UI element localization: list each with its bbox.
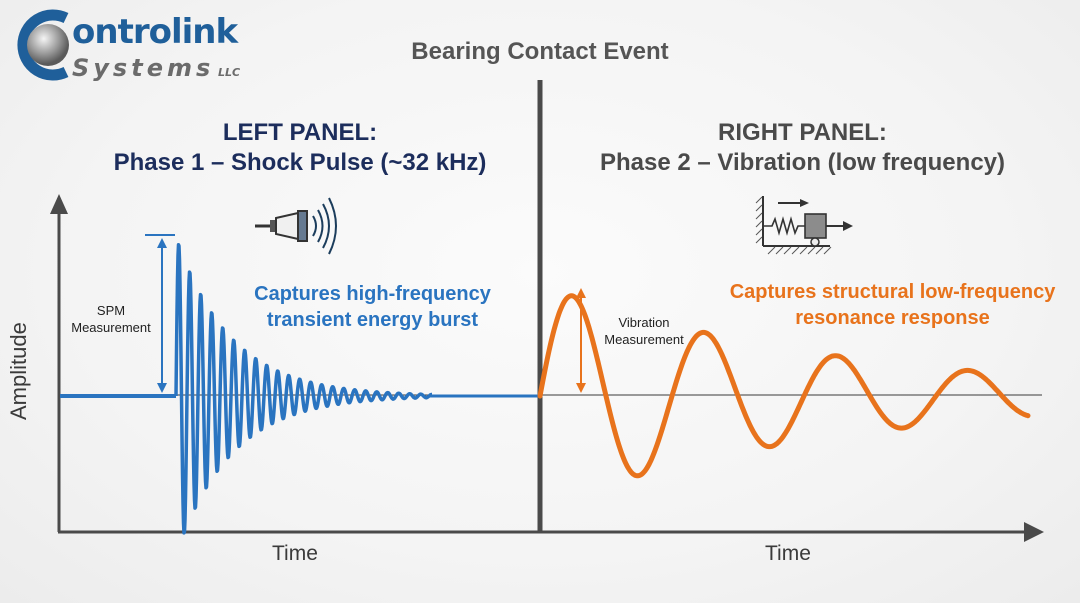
logo-llc: LLC [218, 66, 241, 79]
right-panel-heading: RIGHT PANEL: Phase 2 – Vibration (low fr… [545, 118, 1060, 178]
left-panel-heading-line2: Phase 1 – Shock Pulse (~32 kHz) [113, 149, 487, 176]
ultrasonic-sensor-icon [255, 197, 337, 255]
right-panel-heading-line1: RIGHT PANEL: [718, 119, 887, 146]
company-logo: ontrolink Systems LLC [14, 8, 254, 92]
logo-sphere-icon [17, 9, 69, 81]
spm-label-line1: SPM [96, 303, 126, 318]
right-caption-line2: resonance response [795, 307, 990, 329]
spring-mass-system-icon [755, 196, 853, 255]
page-title: Bearing Contact Event [411, 38, 669, 65]
right-caption-line1: Captures structural low-frequency [729, 281, 1056, 303]
left-caption-line1: Captures high-frequency [254, 283, 491, 305]
vibration-waveform [537, 293, 1031, 479]
x-axis [58, 522, 1044, 542]
left-caption-line2: transient energy burst [266, 309, 479, 331]
x-axis-label-right: Time [765, 542, 811, 565]
right-panel-caption: Captures structural low-frequency resona… [705, 279, 1080, 331]
vibration-measurement-label: Vibration Measurement [590, 314, 698, 348]
logo-subtext: Systems [72, 54, 215, 82]
logo-wordmark: ontrolink [72, 12, 238, 52]
spm-label-line2: Measurement [71, 320, 151, 335]
shock-pulse-waveform [60, 242, 540, 535]
left-panel-heading: LEFT PANEL: Phase 1 – Shock Pulse (~32 k… [60, 118, 540, 178]
left-panel-heading-line1: LEFT PANEL: [222, 119, 378, 146]
spm-measurement-arrow [145, 234, 175, 393]
right-panel-heading-line2: Phase 2 – Vibration (low frequency) [600, 149, 1005, 176]
spm-measurement-label: SPM Measurement [62, 302, 160, 336]
y-axis [50, 194, 68, 532]
vib-label-line1: Vibration [618, 315, 670, 330]
left-panel-caption: Captures high-frequency transient energy… [225, 281, 520, 333]
x-axis-label-left: Time [272, 542, 318, 565]
y-axis-label: Amplitude [6, 322, 31, 420]
vib-label-line2: Measurement [604, 332, 684, 347]
